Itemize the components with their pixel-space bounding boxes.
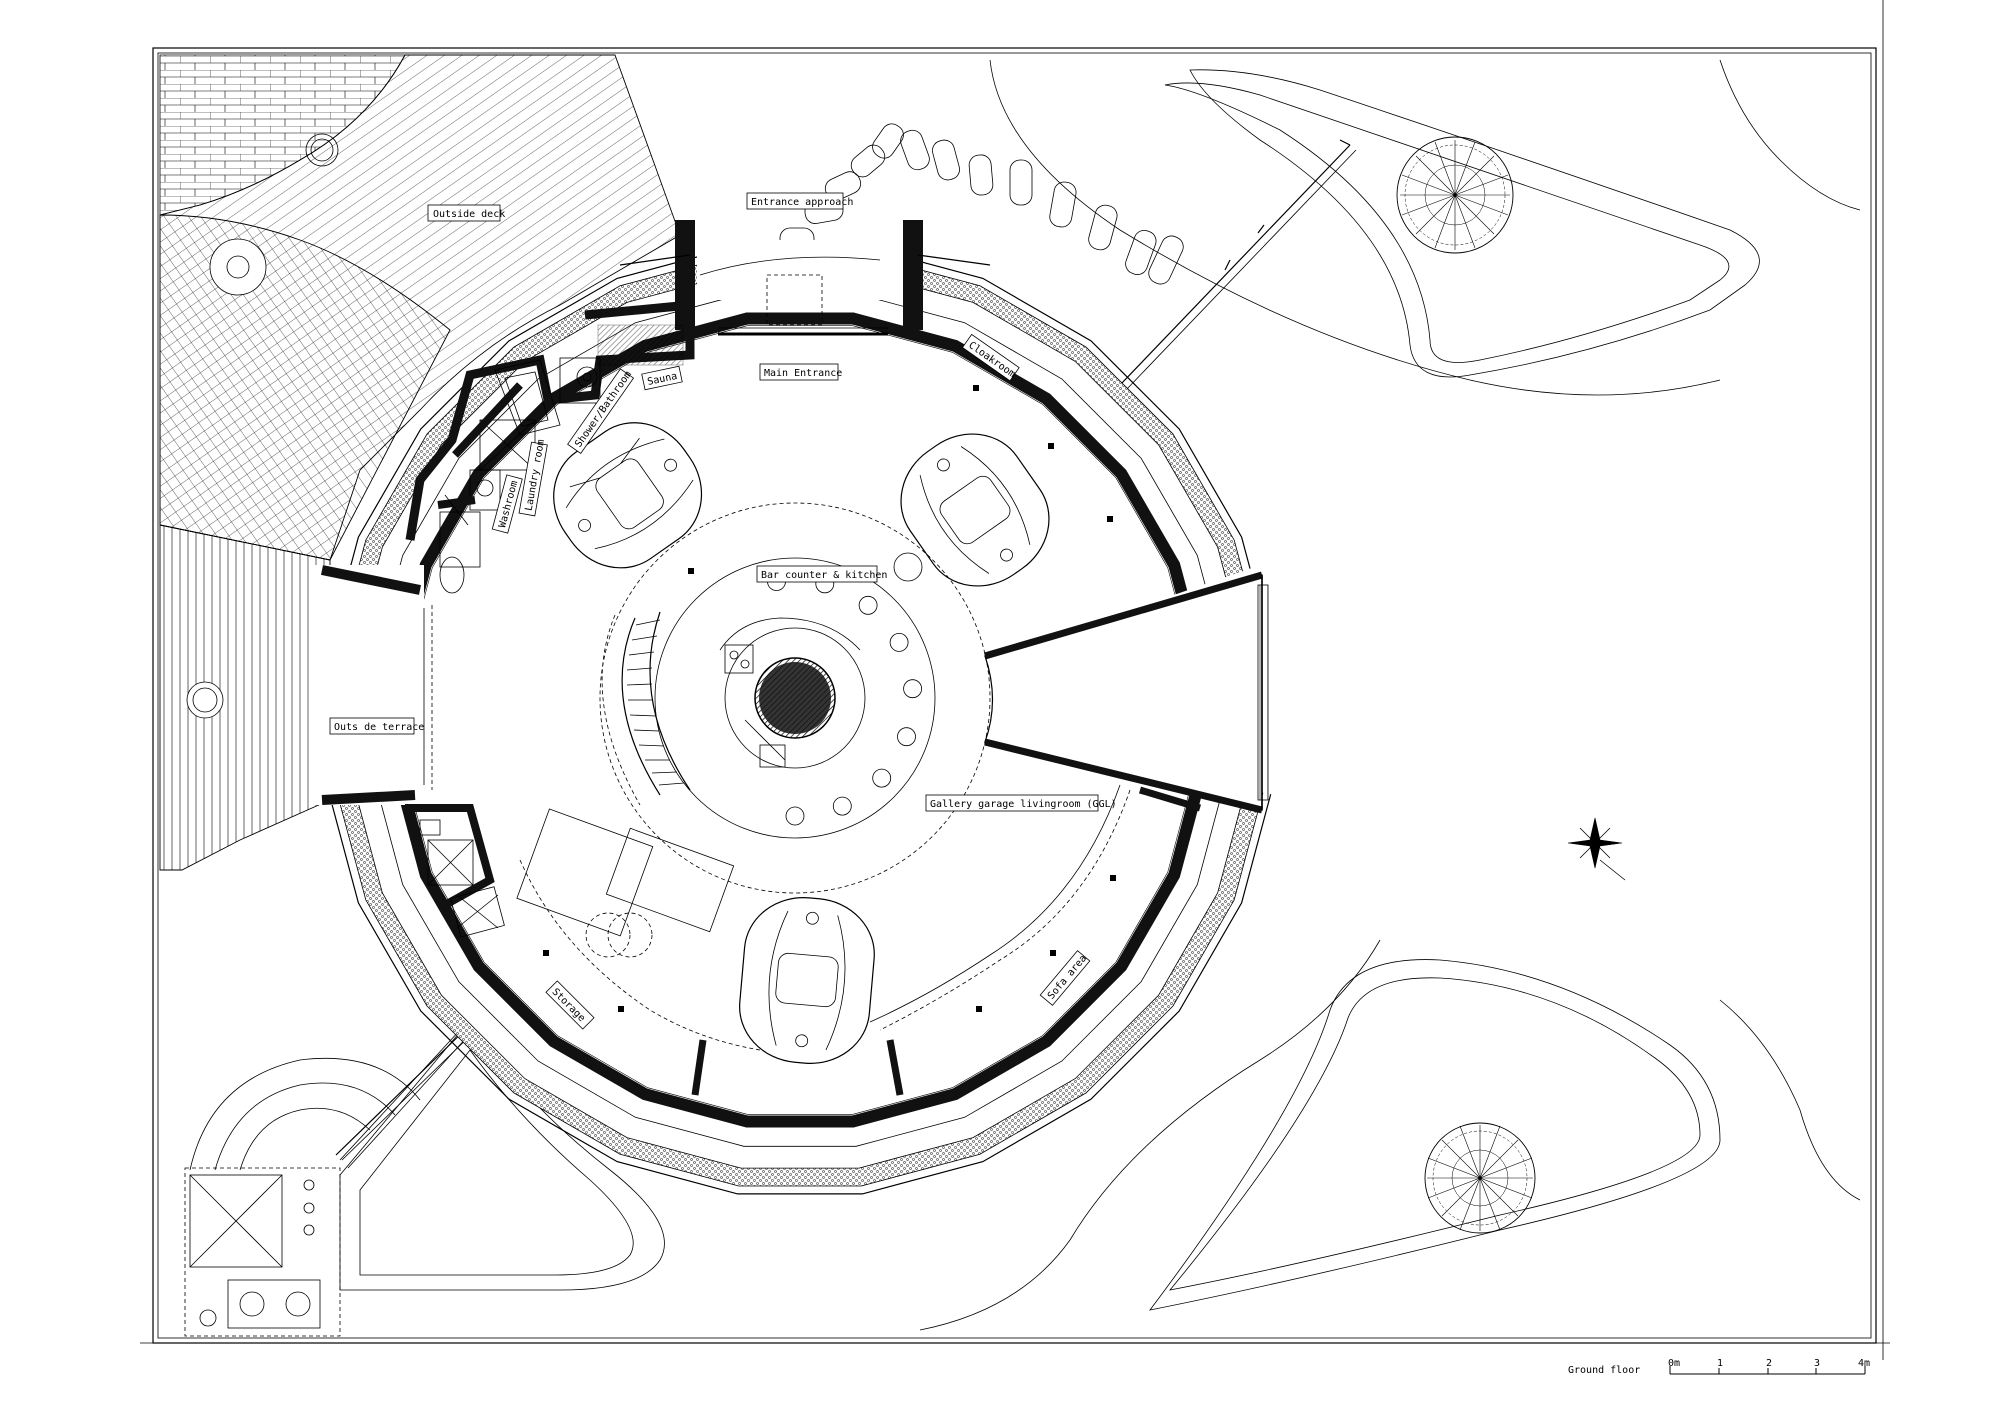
caption-title: Ground floor xyxy=(1568,1365,1640,1376)
scale-bar: 0m 1 2 3 4m xyxy=(1668,1358,1870,1375)
bar-stool xyxy=(785,806,805,826)
svg-text:Entrance approach: Entrance approach xyxy=(751,197,853,208)
tree-icon xyxy=(1424,1122,1536,1234)
scale-label-0: 0m xyxy=(1668,1358,1680,1369)
bar-stool xyxy=(832,796,852,816)
car-icon xyxy=(900,433,1050,587)
label-entrance-approach: Entrance approach xyxy=(746,192,853,210)
garage-door xyxy=(984,571,1269,814)
sofa-set xyxy=(516,784,1131,1051)
scale-label-2: 2 xyxy=(1766,1358,1772,1369)
bar-stool xyxy=(872,768,892,788)
label-outside-terrace: Outs de terrace xyxy=(329,717,424,735)
bar-stool xyxy=(889,633,909,652)
scale-label-4: 4m xyxy=(1858,1358,1870,1369)
outside-terrace xyxy=(159,524,331,871)
storage-rooms xyxy=(405,804,505,938)
svg-text:Outs de terrace: Outs de terrace xyxy=(334,722,424,733)
internal-walls xyxy=(691,786,1202,1096)
bar-stool xyxy=(897,727,916,747)
site-boundary xyxy=(140,0,1890,1360)
column-markers xyxy=(543,385,1116,1012)
plan-caption: Ground floor 0m 1 2 3 4m xyxy=(1568,1358,1870,1376)
north-arrow-icon xyxy=(1567,817,1626,881)
label-outside-deck: Outside deck xyxy=(427,204,505,222)
svg-text:Bar counter & kitchen: Bar counter & kitchen xyxy=(761,570,887,581)
svg-text:Outside deck: Outside deck xyxy=(433,209,505,220)
svg-text:Main Entrance: Main Entrance xyxy=(764,368,842,379)
car-icon xyxy=(553,422,703,569)
interior-rings xyxy=(599,502,991,894)
tree-icon xyxy=(1396,136,1514,254)
label-gallery-garage-livingroom: Gallery garage livingroom (GGL) xyxy=(925,794,1117,812)
spiral-stairs xyxy=(601,611,691,806)
scale-label-1: 1 xyxy=(1717,1358,1723,1369)
outside-deck xyxy=(159,54,681,561)
label-main-entrance: Main Entrance xyxy=(759,363,842,381)
bar-stool xyxy=(903,679,922,699)
scale-label-3: 3 xyxy=(1814,1358,1820,1369)
fence-lines xyxy=(335,139,1357,1161)
svg-text:Gallery garage livingroom (GGL: Gallery garage livingroom (GGL) xyxy=(930,799,1117,810)
label-bar-counter-kitchen: Bar counter & kitchen xyxy=(756,565,887,583)
car-icon xyxy=(739,897,875,1064)
bar-stool xyxy=(858,595,878,615)
terrace-opening xyxy=(321,565,433,805)
service-yard xyxy=(184,1167,341,1337)
landscape-paths xyxy=(919,59,1861,1331)
label-sauna: Sauna xyxy=(641,365,683,391)
